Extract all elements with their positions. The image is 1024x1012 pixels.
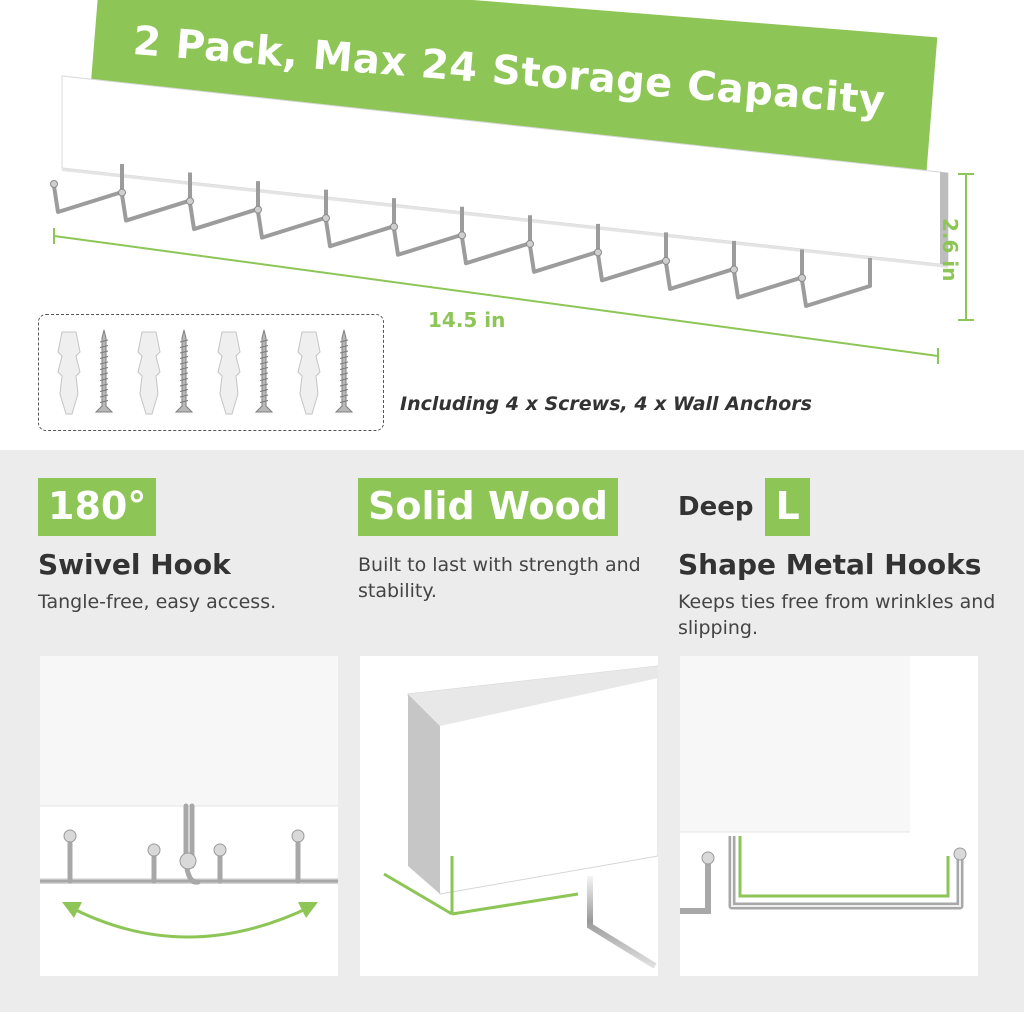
width-dimension-line [53, 235, 939, 357]
hook [392, 206, 464, 257]
hook [664, 240, 736, 291]
wall-anchor [57, 331, 81, 415]
swivel-hook-photo [40, 656, 338, 976]
height-label: 2.6 in [938, 218, 962, 282]
hook-tip [730, 265, 738, 274]
rack-illustration [50, 75, 974, 415]
solid-wood-photo [360, 656, 658, 976]
hook [800, 258, 872, 308]
hook-tip [662, 256, 670, 265]
feature-tag: L [765, 478, 810, 536]
feature-description: Built to last with strength and stabilit… [358, 554, 641, 602]
feature-title: Shape Metal Hooks [678, 548, 982, 581]
hook-tip [50, 180, 58, 188]
width-label: 14.5 in [428, 308, 506, 332]
product-hero: 2 Pack, Max 24 Storage Capacity 14.5 in … [0, 0, 1024, 450]
screw [174, 329, 194, 413]
hook [732, 249, 804, 300]
feature-swivel: 180° Swivel Hook Tangle-free, easy acces… [38, 478, 338, 615]
hook [596, 232, 668, 283]
hardware-caption: Including 4 x Screws, 4 x Wall Anchors [400, 393, 812, 415]
feature-solid-wood: Solid Wood Built to last with strength a… [358, 478, 658, 604]
hook [52, 164, 124, 214]
hook-tip [322, 214, 330, 223]
hook-tip [186, 197, 194, 206]
rotation-arrow [67, 904, 313, 939]
wood-bar-end [940, 172, 948, 265]
screw [254, 329, 274, 413]
hook-tip [526, 239, 534, 248]
wall-anchor [137, 331, 161, 415]
hook-tip [458, 231, 466, 240]
hardware-box [38, 314, 384, 431]
feature-deep-l: Deep L Shape Metal Hooks Keeps ties free… [678, 478, 1008, 641]
hardware-set [57, 329, 354, 415]
feature-tag: 180° [38, 478, 157, 536]
hook [256, 189, 328, 240]
hook-row [50, 164, 872, 308]
feature-description: Tangle-free, easy access. [38, 591, 277, 613]
hook-tip [254, 205, 262, 214]
hook-tip [390, 222, 398, 231]
hook-tip [594, 248, 602, 257]
wood-bar [61, 75, 949, 266]
feature-prefix: Deep [678, 492, 754, 522]
feature-tag: Solid Wood [358, 478, 618, 536]
screw [334, 329, 354, 413]
feature-heading-row: Deep L [678, 478, 1008, 536]
hook [460, 215, 532, 266]
hook [324, 198, 396, 249]
hook [120, 172, 192, 223]
hook [528, 223, 600, 274]
l-shape-hook-photo [680, 656, 978, 976]
wall-anchor [297, 331, 321, 415]
screw [94, 329, 114, 413]
hook [188, 181, 260, 232]
feature-title: Swivel Hook [38, 548, 231, 581]
hook-tip [798, 274, 806, 282]
wall-anchor [217, 331, 241, 415]
hook-tip [118, 188, 126, 197]
feature-description: Keeps ties free from wrinkles and slippi… [678, 591, 996, 639]
